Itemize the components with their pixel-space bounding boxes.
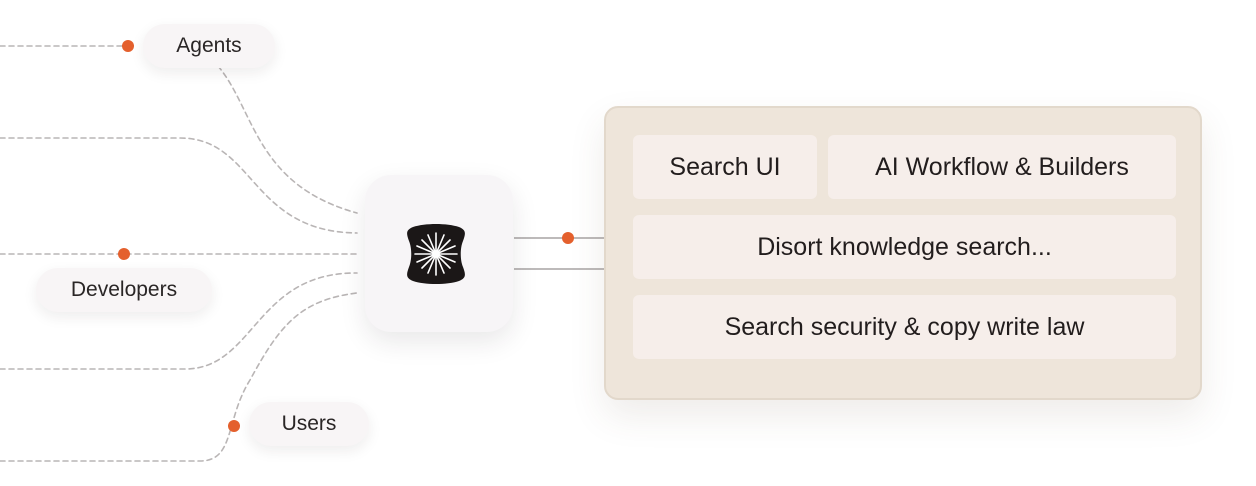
connector-top-to-hub (0, 137, 358, 234)
capabilities-panel: Search UI AI Workflow & Builders Disort … (604, 106, 1202, 400)
star-burst-logo-icon (407, 224, 465, 284)
search-security-tile: Search security & copy write law (633, 295, 1176, 359)
agents-connector-dot (122, 40, 134, 52)
connector-users-to-hub (0, 292, 358, 462)
users-pill: Users (249, 402, 369, 446)
ai-workflow-builders-tile: AI Workflow & Builders (828, 135, 1176, 199)
connector-agents-to-hub (217, 65, 358, 214)
search-ui-tile: Search UI (633, 135, 817, 199)
hub-node (365, 175, 513, 332)
developers-pill: Developers (36, 268, 212, 312)
panel-connector-dot (562, 232, 574, 244)
connector-bottom-to-hub (0, 272, 358, 370)
users-connector-dot (228, 420, 240, 432)
agents-pill: Agents (143, 24, 275, 68)
knowledge-search-tile: Disort knowledge search... (633, 215, 1176, 279)
developers-connector-dot (118, 248, 130, 260)
